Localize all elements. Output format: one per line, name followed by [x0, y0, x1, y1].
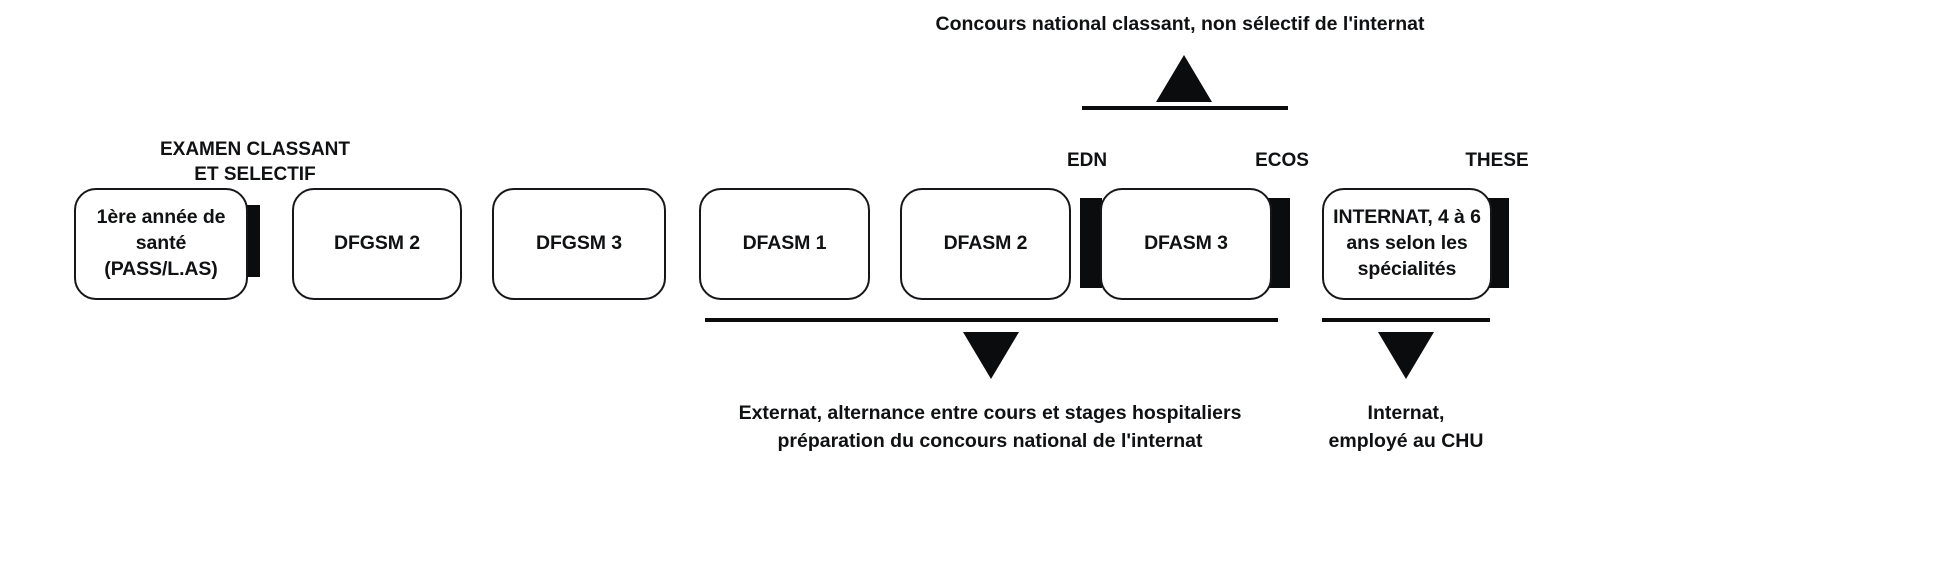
stage-box-label: DFASM 1 — [742, 232, 827, 255]
arrow-down-icon-externat — [963, 332, 1019, 379]
stage-box-label: DFASM 2 — [943, 232, 1028, 255]
stage-box-pass-las[interactable]: 1ère année de santé (PASS/L.AS) — [74, 188, 248, 300]
gate-label-examen-classant: EXAMEN CLASSANT ET SELECTIF — [159, 139, 350, 186]
stage-box-label: INTERNAT, 4 à 6 ans selon les spécialité… — [1333, 206, 1481, 280]
annotation-externat: Externat, alternance entre cours et stag… — [738, 402, 1242, 452]
bracket-rule-concours — [1082, 106, 1288, 110]
stage-box-dfasm2[interactable]: DFASM 2 — [900, 188, 1071, 300]
gate-tab-ecos — [1268, 198, 1290, 288]
annotation-internat-chu: Internat, employé au CHU — [1328, 402, 1484, 452]
bracket-rule-internat — [1322, 318, 1490, 322]
stage-box-dfgsm2[interactable]: DFGSM 2 — [292, 188, 462, 300]
gate-label-these: THESE — [1465, 150, 1529, 171]
annotation-concours-national: Concours national classant, non sélectif… — [935, 13, 1425, 35]
gate-label-ecos: ECOS — [1255, 150, 1309, 171]
stage-box-dfasm3[interactable]: DFASM 3 — [1100, 188, 1272, 300]
stage-box-internat[interactable]: INTERNAT, 4 à 6 ans selon les spécialité… — [1322, 188, 1492, 300]
stage-box-label: 1ère année de santé (PASS/L.AS) — [96, 206, 226, 280]
stage-box-dfgsm3[interactable]: DFGSM 3 — [492, 188, 666, 300]
stage-box-dfasm1[interactable]: DFASM 1 — [699, 188, 870, 300]
gate-tab-edn — [1080, 198, 1102, 288]
bracket-rule-externat — [705, 318, 1278, 322]
stage-box-label: DFGSM 2 — [334, 232, 420, 255]
stage-box-label: DFGSM 3 — [536, 232, 622, 255]
arrow-down-icon-internat — [1378, 332, 1434, 379]
gate-label-edn: EDN — [1066, 150, 1108, 171]
gate-tab-these — [1487, 198, 1509, 288]
arrow-up-icon-concours — [1156, 55, 1212, 102]
stage-box-label: DFASM 3 — [1144, 232, 1228, 255]
